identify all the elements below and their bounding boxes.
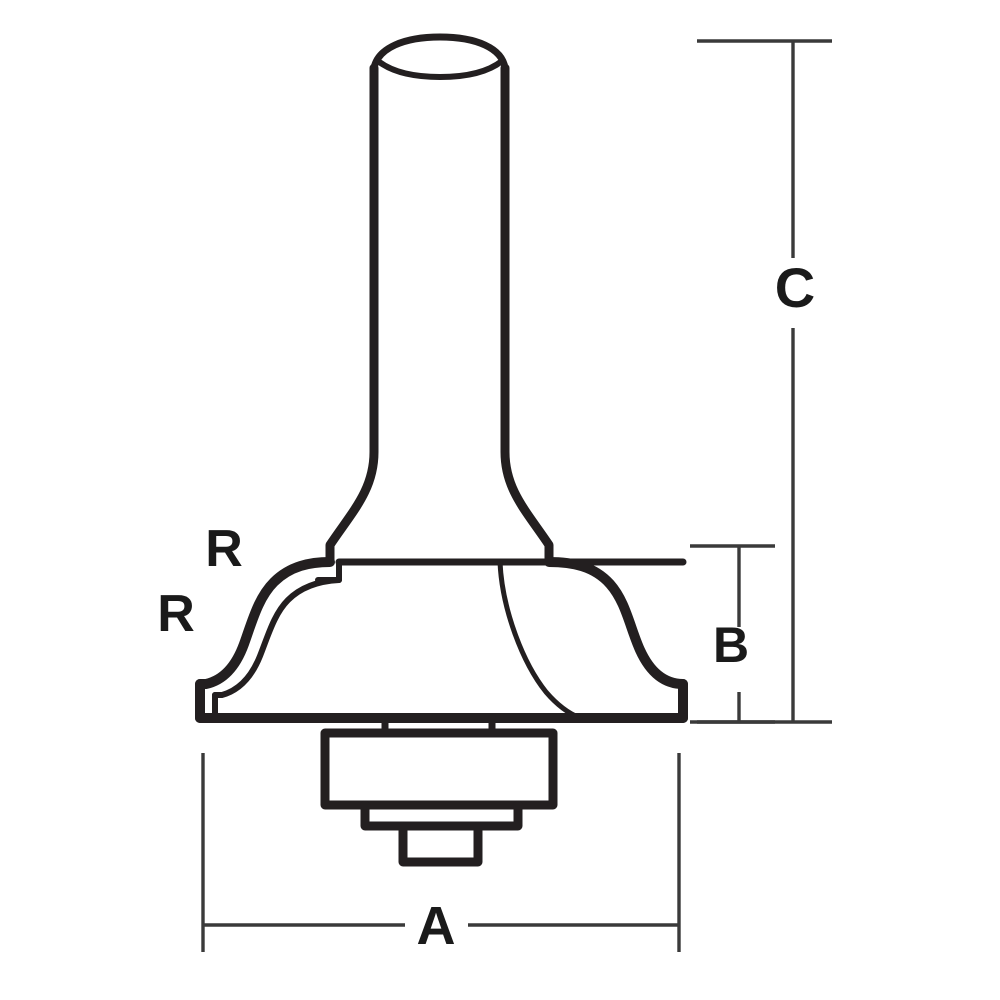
cutter-left-ogee-outer	[195, 557, 335, 689]
shank-right-side	[500, 63, 554, 567]
dimension-label-c: C	[775, 256, 815, 319]
shank-left-side	[325, 63, 379, 567]
dimension-label-a: A	[417, 896, 456, 956]
cutter-flute-edge-line	[497, 559, 583, 721]
radius-label-upper: R	[205, 520, 243, 578]
cutter-left-relief-step	[315, 559, 342, 583]
bearing-washer	[360, 800, 523, 831]
cutter-right-ogee	[544, 557, 688, 689]
dimension-b	[690, 544, 775, 724]
dimension-a	[201, 753, 681, 952]
dimension-lines-group	[201, 39, 832, 952]
shank-top-inner-ellipse	[375, 58, 505, 80]
shank-top-outer-cap	[370, 33, 509, 72]
radius-label-lower: R	[157, 585, 195, 643]
cutter-left-ogee-inner	[212, 577, 342, 698]
bearing-outer-race	[320, 728, 558, 810]
router-bit-outline-group	[195, 33, 688, 867]
bearing-retaining-screw	[398, 821, 483, 867]
dimension-label-b: B	[713, 617, 749, 673]
